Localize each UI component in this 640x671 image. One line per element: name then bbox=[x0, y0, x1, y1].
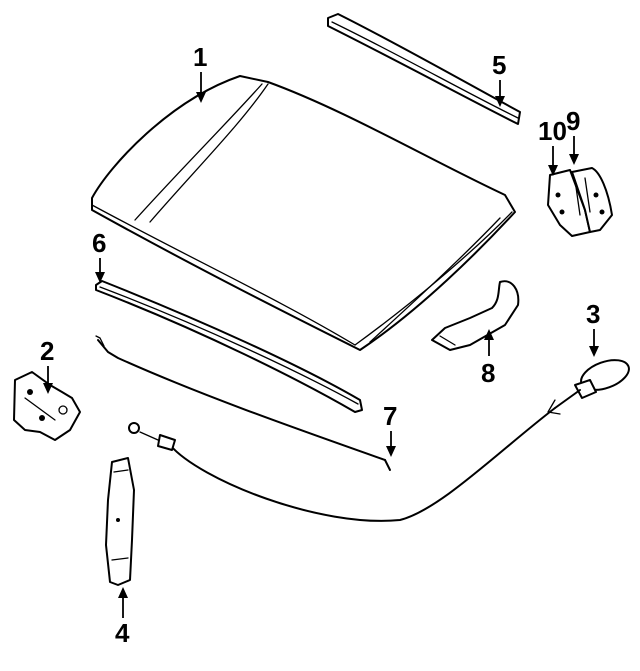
hood-latch-support bbox=[105, 457, 135, 586]
callout-label-3: 3 bbox=[586, 299, 600, 329]
callout-label-4: 4 bbox=[115, 618, 130, 648]
callout-7: 7 bbox=[383, 401, 397, 457]
hood-hinge-bracket bbox=[431, 280, 520, 351]
callout-label-2: 2 bbox=[40, 336, 54, 366]
callout-10: 10 bbox=[538, 116, 567, 176]
callout-label-5: 5 bbox=[492, 50, 506, 80]
callout-3: 3 bbox=[586, 299, 600, 357]
callout-label-9: 9 bbox=[566, 106, 580, 136]
callout-label-8: 8 bbox=[481, 358, 495, 388]
windshield-molding bbox=[327, 13, 521, 125]
callout-6: 6 bbox=[92, 228, 106, 283]
callout-label-10: 10 bbox=[538, 116, 567, 146]
callout-2: 2 bbox=[40, 336, 54, 394]
callout-label-7: 7 bbox=[383, 401, 397, 431]
hood-hinge-right bbox=[547, 167, 613, 237]
callout-5: 5 bbox=[492, 50, 506, 107]
callout-9: 9 bbox=[566, 106, 580, 165]
hood-release-cable bbox=[128, 359, 630, 522]
hood-front-seal bbox=[95, 280, 363, 413]
callout-4: 4 bbox=[115, 587, 130, 648]
callout-label-6: 6 bbox=[92, 228, 106, 258]
hood-latch bbox=[13, 371, 81, 441]
callout-label-1: 1 bbox=[193, 42, 207, 72]
callout-1: 1 bbox=[193, 42, 207, 103]
callout-8: 8 bbox=[481, 329, 495, 388]
hood-support-rod bbox=[95, 335, 391, 471]
hood-panel bbox=[91, 75, 516, 351]
